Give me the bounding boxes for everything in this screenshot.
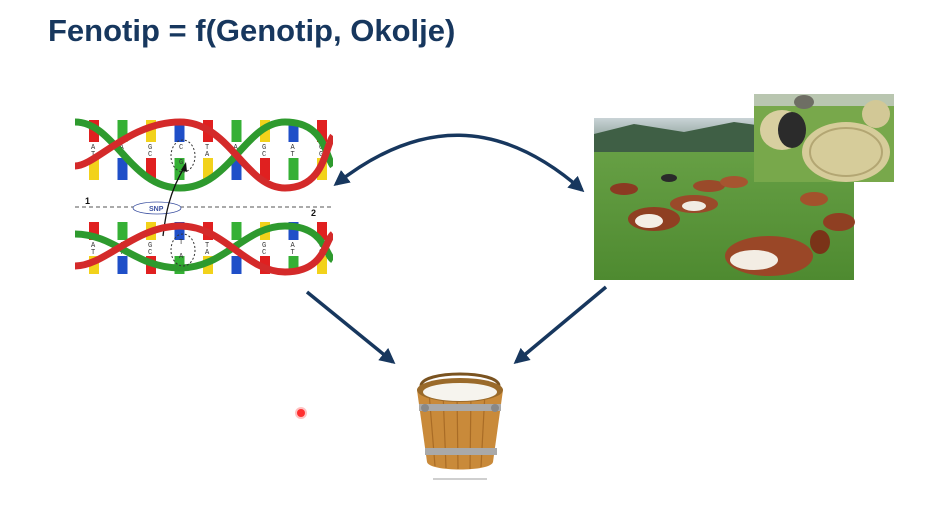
top-base-letter: T xyxy=(205,144,209,152)
top-base-bar-upper xyxy=(288,120,299,142)
bottom-base-bar-lower xyxy=(317,256,327,274)
top-base-letter: C xyxy=(262,151,266,159)
top-base-bar-upper xyxy=(117,120,128,142)
bottom-base-bar-upper xyxy=(89,222,99,240)
top-base-bar-upper xyxy=(146,120,156,142)
bottom-base-letter: T xyxy=(291,249,295,257)
position-start-label: 1 xyxy=(85,196,90,206)
top-base-letter: G xyxy=(262,144,266,152)
bottom-base-highlight-1: T xyxy=(179,239,183,247)
pasture-cows-image xyxy=(594,94,894,280)
bottom-base-bar-lower xyxy=(231,256,242,274)
bottom-base-highlight-2: A xyxy=(179,253,184,261)
top-base-bar-lower xyxy=(231,158,242,180)
snp-label: SNP xyxy=(149,206,164,213)
bottom-base-letter: G xyxy=(262,242,266,250)
bottom-base-bar-upper xyxy=(174,222,185,240)
cow-group xyxy=(610,174,855,276)
genotype-to-phenotype-arrow xyxy=(305,290,396,364)
bottom-base-bar-upper xyxy=(317,222,327,240)
top-base-bar-lower xyxy=(146,158,156,180)
bottom-base-bar-lower xyxy=(288,256,299,274)
bottom-base-letter: T xyxy=(205,242,209,250)
top-base-letter: G xyxy=(319,151,323,159)
position-end-label: 2 xyxy=(311,208,316,218)
bottom-base-bar-lower xyxy=(117,256,128,274)
top-base-bar-lower xyxy=(288,158,299,180)
environment-to-phenotype-arrow xyxy=(513,285,608,365)
bottom-base-letter: T xyxy=(91,249,95,257)
bottom-base-letter: G xyxy=(148,242,152,250)
top-base-letter: A xyxy=(91,144,96,152)
top-base-bar-upper xyxy=(317,120,327,142)
hay-bales-inset xyxy=(754,94,894,182)
top-base-letter: A xyxy=(234,144,239,152)
bottom-base-letter: C xyxy=(262,249,266,257)
top-base-letter: A xyxy=(205,151,210,159)
top-base-bar-lower xyxy=(174,158,185,180)
top-base-bar-lower xyxy=(203,158,213,180)
laser-pointer-dot xyxy=(297,409,305,417)
top-base-highlight-2: G xyxy=(179,159,183,167)
slide-title: Fenotip = f(Genotip, Okolje) xyxy=(48,13,456,48)
snp-line: 1 2 SNP xyxy=(75,162,333,237)
top-base-bar-lower xyxy=(117,158,128,180)
bottom-base-bar-upper xyxy=(117,222,128,240)
bottom-base-letter: C xyxy=(148,249,152,257)
bottom-base-bar-upper xyxy=(231,222,242,240)
top-base-letter: C xyxy=(148,151,152,159)
milk-bucket-image xyxy=(417,372,503,480)
top-base-letter: A xyxy=(291,144,296,152)
bottom-base-bar-upper xyxy=(288,222,299,240)
bottom-base-letter: A xyxy=(205,249,210,257)
top-base-letter: T xyxy=(291,151,295,159)
genotype-environment-arrow xyxy=(333,133,585,193)
top-base-bar-upper xyxy=(231,120,242,142)
top-base-bar-upper xyxy=(174,120,185,142)
top-base-highlight-1: C xyxy=(179,144,183,152)
top-base-letter: G xyxy=(148,144,152,152)
top-base-bar-lower xyxy=(260,158,270,180)
bottom-base-letter: T xyxy=(120,249,124,257)
bottom-base-letter: A xyxy=(291,242,296,250)
bottom-base-letter: A xyxy=(91,242,96,250)
top-base-bar-lower xyxy=(89,158,99,180)
